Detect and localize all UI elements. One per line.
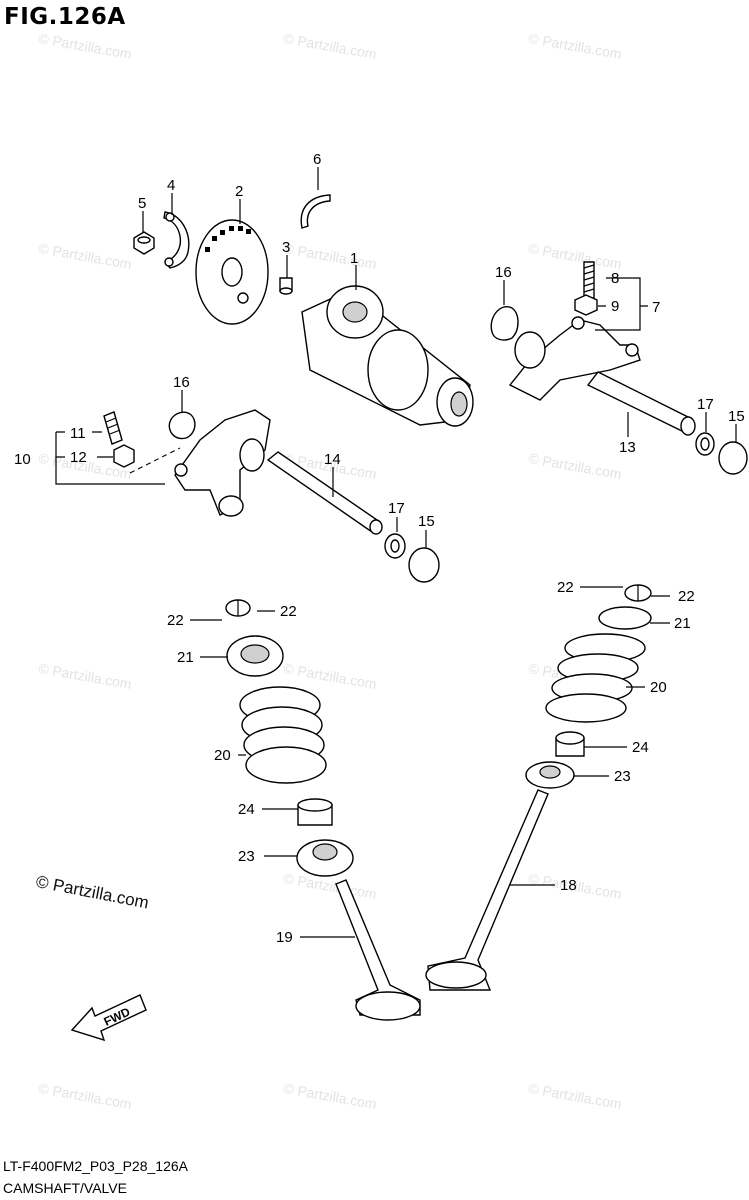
part-plug-15-right	[718, 441, 748, 475]
callout-10: 10	[14, 451, 31, 468]
fwd-label: FWD	[102, 1005, 133, 1029]
callout-24-right: 24	[632, 739, 649, 756]
callout-8: 8	[611, 270, 619, 287]
diagram-code: LT-F400FM2_P03_P28_126A	[3, 1158, 188, 1174]
callout-22-right-a: 22	[557, 579, 574, 596]
part-valve-adjuster-screw-11	[103, 411, 123, 445]
callout-4: 4	[167, 177, 175, 194]
part-cotter-22-right	[624, 584, 652, 602]
part-rocker-shaft-13	[586, 371, 696, 436]
part-rocker-shaft-14	[266, 451, 383, 535]
part-exhaust-valve-18	[425, 789, 549, 991]
callout-24-left: 24	[238, 801, 255, 818]
part-camshaft-1	[301, 285, 474, 427]
part-sprocket-2	[195, 219, 269, 325]
part-oring-16-left	[168, 411, 196, 440]
callout-9: 9	[611, 298, 619, 315]
part-locknut-12	[113, 444, 135, 468]
callout-20-right: 20	[650, 679, 667, 696]
part-rocker-arm-left	[174, 409, 271, 517]
callout-2: 2	[235, 183, 243, 200]
callout-13: 13	[619, 439, 636, 456]
part-valve-adjuster-screw-8	[583, 261, 595, 299]
callout-23-left: 23	[238, 848, 255, 865]
callout-22-right-b: 22	[678, 588, 695, 605]
part-seat-23-right	[525, 761, 575, 789]
assembly-dashed-line	[129, 447, 181, 474]
part-locknut-9	[574, 294, 598, 316]
callout-19: 19	[276, 929, 293, 946]
callout-6: 6	[313, 151, 321, 168]
part-cotter-22-left	[225, 599, 251, 617]
callout-5: 5	[138, 195, 146, 212]
callout-12: 12	[70, 449, 87, 466]
callout-21-right: 21	[674, 615, 691, 632]
part-intake-valve-19	[335, 879, 421, 1021]
callouts: 1 2 3 4 5 6 7 8 9 10 11 12 13 14 15 15 1…	[14, 151, 745, 946]
part-circlip	[300, 194, 331, 229]
callout-21-left: 21	[177, 649, 194, 666]
callout-23-right: 23	[614, 768, 631, 785]
part-seal-24-left	[297, 798, 333, 826]
part-washer-17-right	[695, 432, 715, 456]
part-seal-24-right	[555, 731, 585, 757]
callout-22-left-b: 22	[280, 603, 297, 620]
part-pin-3	[279, 277, 293, 295]
part-plate-4	[163, 211, 190, 269]
part-plug-15-left	[408, 547, 440, 583]
callout-18: 18	[560, 877, 577, 894]
leader-lines	[55, 167, 737, 938]
callout-17-left: 17	[388, 500, 405, 517]
callout-22-left-a: 22	[167, 612, 184, 629]
part-washer-17-left	[384, 533, 406, 559]
callout-15-left: 15	[418, 513, 435, 530]
callout-11: 11	[70, 425, 86, 442]
callout-15-right: 15	[728, 408, 745, 425]
callout-17-right: 17	[697, 396, 714, 413]
part-rocker-arm-right	[508, 316, 641, 401]
diagram-name: CAMSHAFT/VALVE	[3, 1180, 127, 1196]
part-spring-20-right	[545, 633, 646, 723]
fwd-arrow-icon: FWD	[70, 994, 147, 1042]
callout-20-left: 20	[214, 747, 231, 764]
part-retainer-21-right	[598, 606, 652, 630]
part-spring-20-left	[239, 686, 327, 784]
callout-16-left: 16	[173, 374, 190, 391]
callout-1: 1	[350, 250, 358, 267]
callout-3: 3	[282, 239, 290, 256]
part-nut-5	[133, 231, 155, 255]
callout-16-right: 16	[495, 264, 512, 281]
part-seat-23-left	[296, 839, 354, 877]
callout-14: 14	[324, 451, 341, 468]
part-retainer-21-left	[226, 635, 284, 677]
callout-7: 7	[652, 299, 660, 316]
figure-title: FIG.126A	[4, 4, 126, 30]
part-oring-16-right	[490, 306, 519, 341]
